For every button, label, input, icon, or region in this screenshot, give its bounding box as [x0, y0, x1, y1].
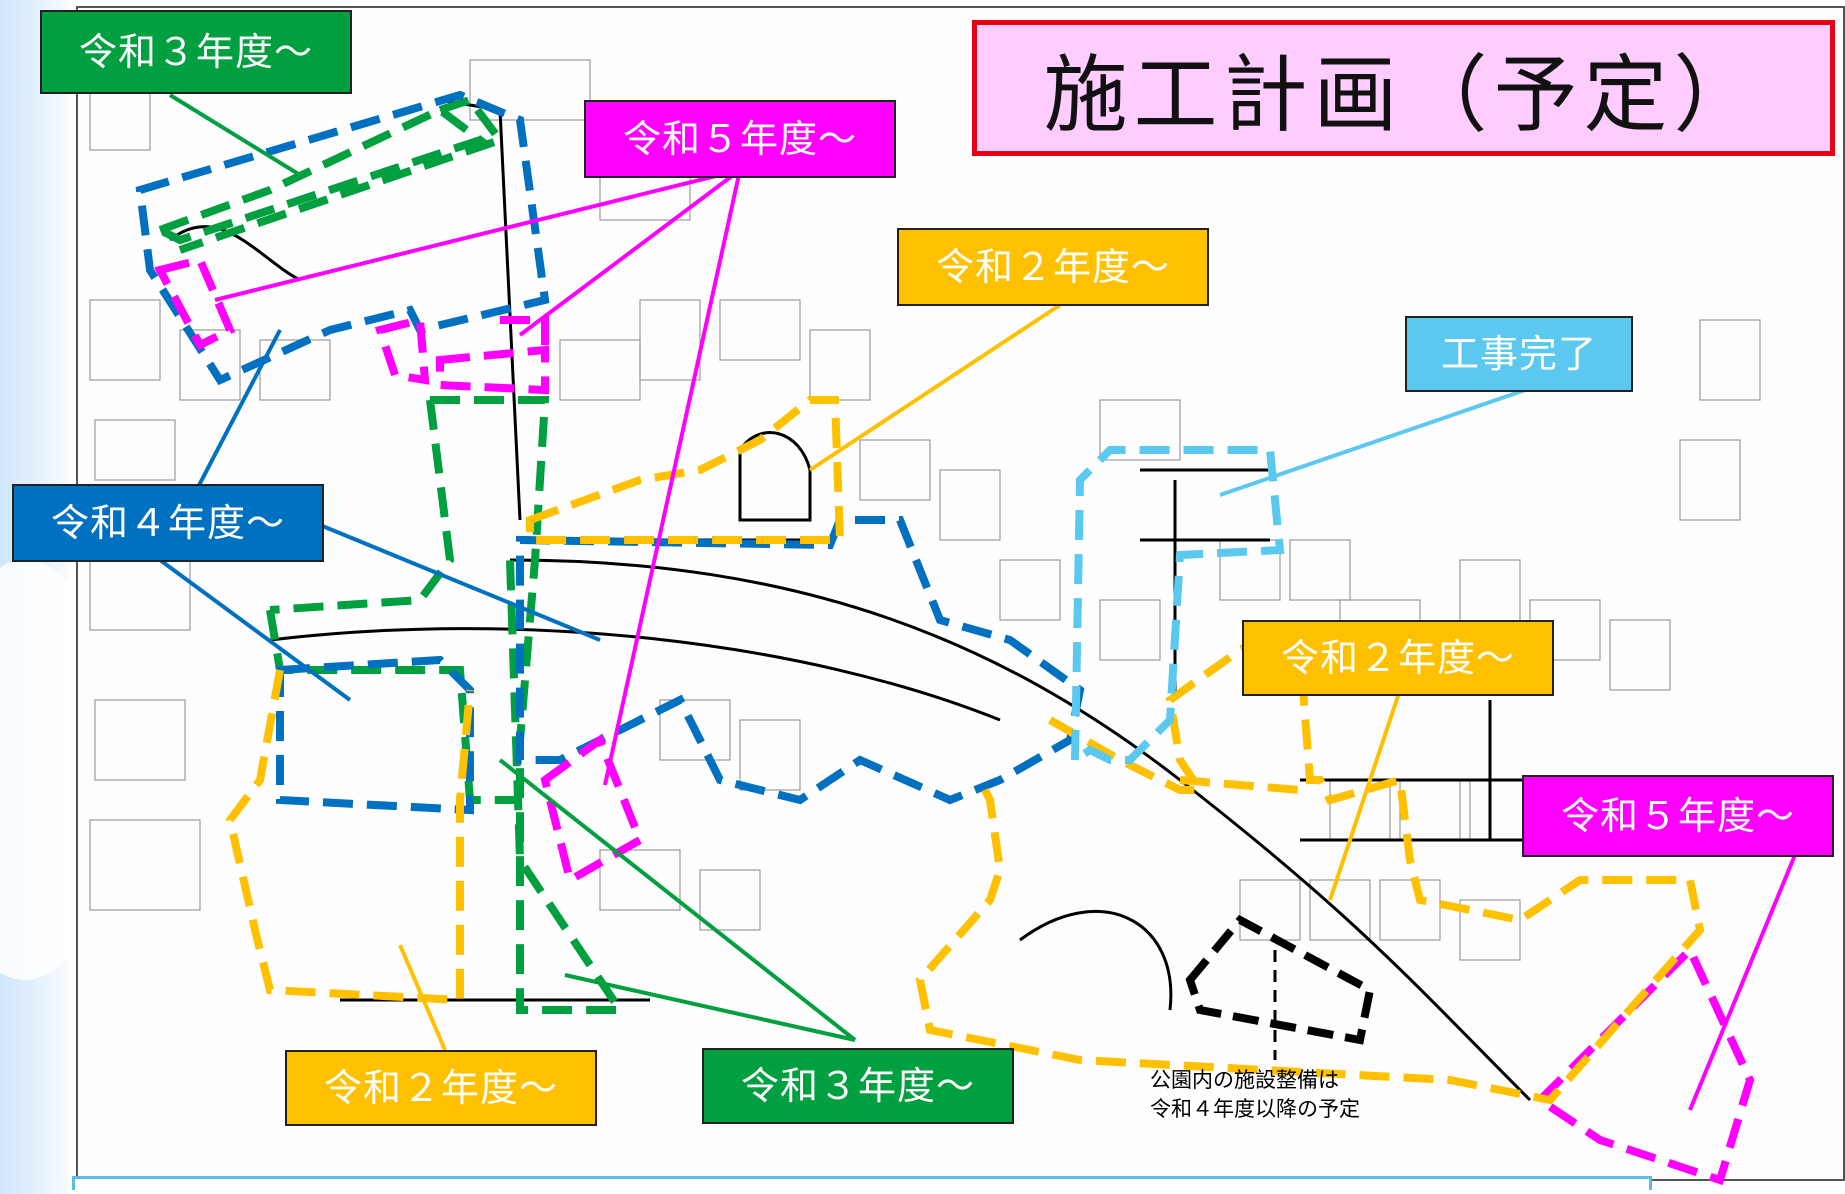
area-r2	[225, 396, 1705, 1105]
park-note: 公園内の施設整備は 令和４年度以降の予定	[1150, 1066, 1450, 1124]
label-r3-bottom: 令和３年度～	[702, 1048, 1014, 1124]
label-r3-top-left: 令和３年度～	[40, 10, 352, 94]
area-park	[1185, 914, 1375, 1060]
label-r4-left: 令和４年度～	[12, 484, 324, 562]
title-box: 施工計画（予定）	[972, 20, 1835, 156]
park-note-line1: 公園内の施設整備は	[1150, 1068, 1339, 1092]
area-r5	[154, 255, 1755, 1186]
leader-lines	[158, 93, 1797, 1111]
label-r2-top: 令和２年度～	[897, 228, 1209, 306]
map-frame	[76, 6, 1845, 1181]
page-title: 施工計画（予定）	[1043, 45, 1764, 144]
label-r2-right: 令和２年度～	[1242, 620, 1554, 696]
base-map-buildings	[89, 59, 1761, 961]
area-completed	[1070, 446, 1285, 768]
bottom-band	[72, 1176, 1652, 1190]
label-r2-bottom: 令和２年度～	[285, 1050, 597, 1126]
area-r4	[135, 90, 1085, 815]
label-completed: 工事完了	[1405, 316, 1633, 392]
label-r5-top: 令和５年度～	[584, 100, 896, 178]
park-note-line2: 令和４年度以降の予定	[1150, 1097, 1360, 1121]
area-r3	[149, 95, 628, 1014]
label-r5-right: 令和５年度～	[1522, 775, 1834, 857]
